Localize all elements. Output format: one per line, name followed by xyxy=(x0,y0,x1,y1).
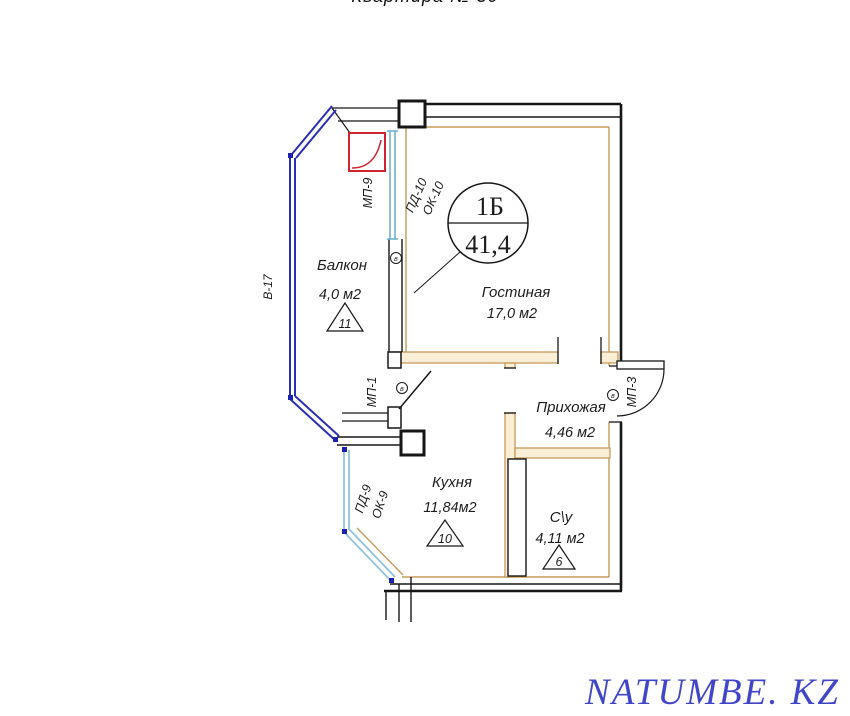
room-name-hall: Прихожая xyxy=(536,399,606,416)
room-area-balcony: 4,0 м2 xyxy=(319,287,361,303)
vent-symbols: в в в xyxy=(390,252,619,401)
room-area-hall: 4,46 м2 xyxy=(545,425,595,441)
svg-text:в: в xyxy=(611,393,615,400)
stamp-area: 41,4 xyxy=(465,230,511,259)
area-marker-triangle xyxy=(325,301,365,332)
label-mp3: МП-3 xyxy=(625,377,639,408)
area-marker-triangle xyxy=(541,543,577,570)
watermark: NATUMBE. KZ xyxy=(585,672,840,713)
label-glazing-v17: В-17 xyxy=(261,273,275,300)
balcony-glazing xyxy=(289,105,340,442)
vent-icon: в xyxy=(607,389,619,401)
vent-icon: в xyxy=(390,252,402,264)
room-labels: Балкон 4,0 м2 11 Гостиная 17,0 м2 Прихож… xyxy=(317,257,606,570)
room-area-kitchen: 11,84м2 xyxy=(423,500,476,516)
marker-bath: 6 xyxy=(556,555,563,569)
page-title: Квартира № 30 xyxy=(0,0,850,9)
door-mp3 xyxy=(616,360,665,417)
window-joint-dots xyxy=(342,447,394,583)
column-kitchen xyxy=(399,429,426,457)
glazing-joint-dots xyxy=(288,153,338,442)
room-name-kitchen: Кухня xyxy=(432,474,472,491)
inner-wall-faces xyxy=(356,126,610,578)
label-mp1: МП-1 xyxy=(365,377,379,408)
red-door-symbol xyxy=(348,132,386,172)
window-mp9 xyxy=(387,130,398,240)
marker-balcony: 11 xyxy=(339,317,352,331)
stamp-number: 1Б xyxy=(476,192,504,221)
vent-icon: в xyxy=(396,382,408,394)
column-top xyxy=(397,99,427,129)
marker-kitchen: 10 xyxy=(438,532,452,546)
label-mp9: МП-9 xyxy=(361,178,375,209)
room-name-bath: С\у xyxy=(550,509,574,526)
apartment-stamp: 1Б 41,4 xyxy=(413,182,529,294)
svg-text:в: в xyxy=(394,256,398,263)
door-mp1 xyxy=(387,351,432,429)
exterior-walls xyxy=(331,102,623,622)
window-pd9-ok9 xyxy=(343,450,396,582)
room-area-living: 17,0 м2 xyxy=(487,306,537,322)
label-ok9: ОК-9 xyxy=(369,489,391,520)
interior-wall-jambs xyxy=(504,337,602,414)
room-name-living: Гостиная xyxy=(482,284,551,301)
room-name-balcony: Балкон xyxy=(317,257,367,274)
svg-text:в: в xyxy=(400,386,404,393)
bath-door-leaf xyxy=(507,458,527,577)
room-area-bath: 4,11 м2 xyxy=(535,531,584,547)
page-title-text: Квартира № 30 xyxy=(0,0,850,7)
area-marker-triangle xyxy=(425,518,465,547)
